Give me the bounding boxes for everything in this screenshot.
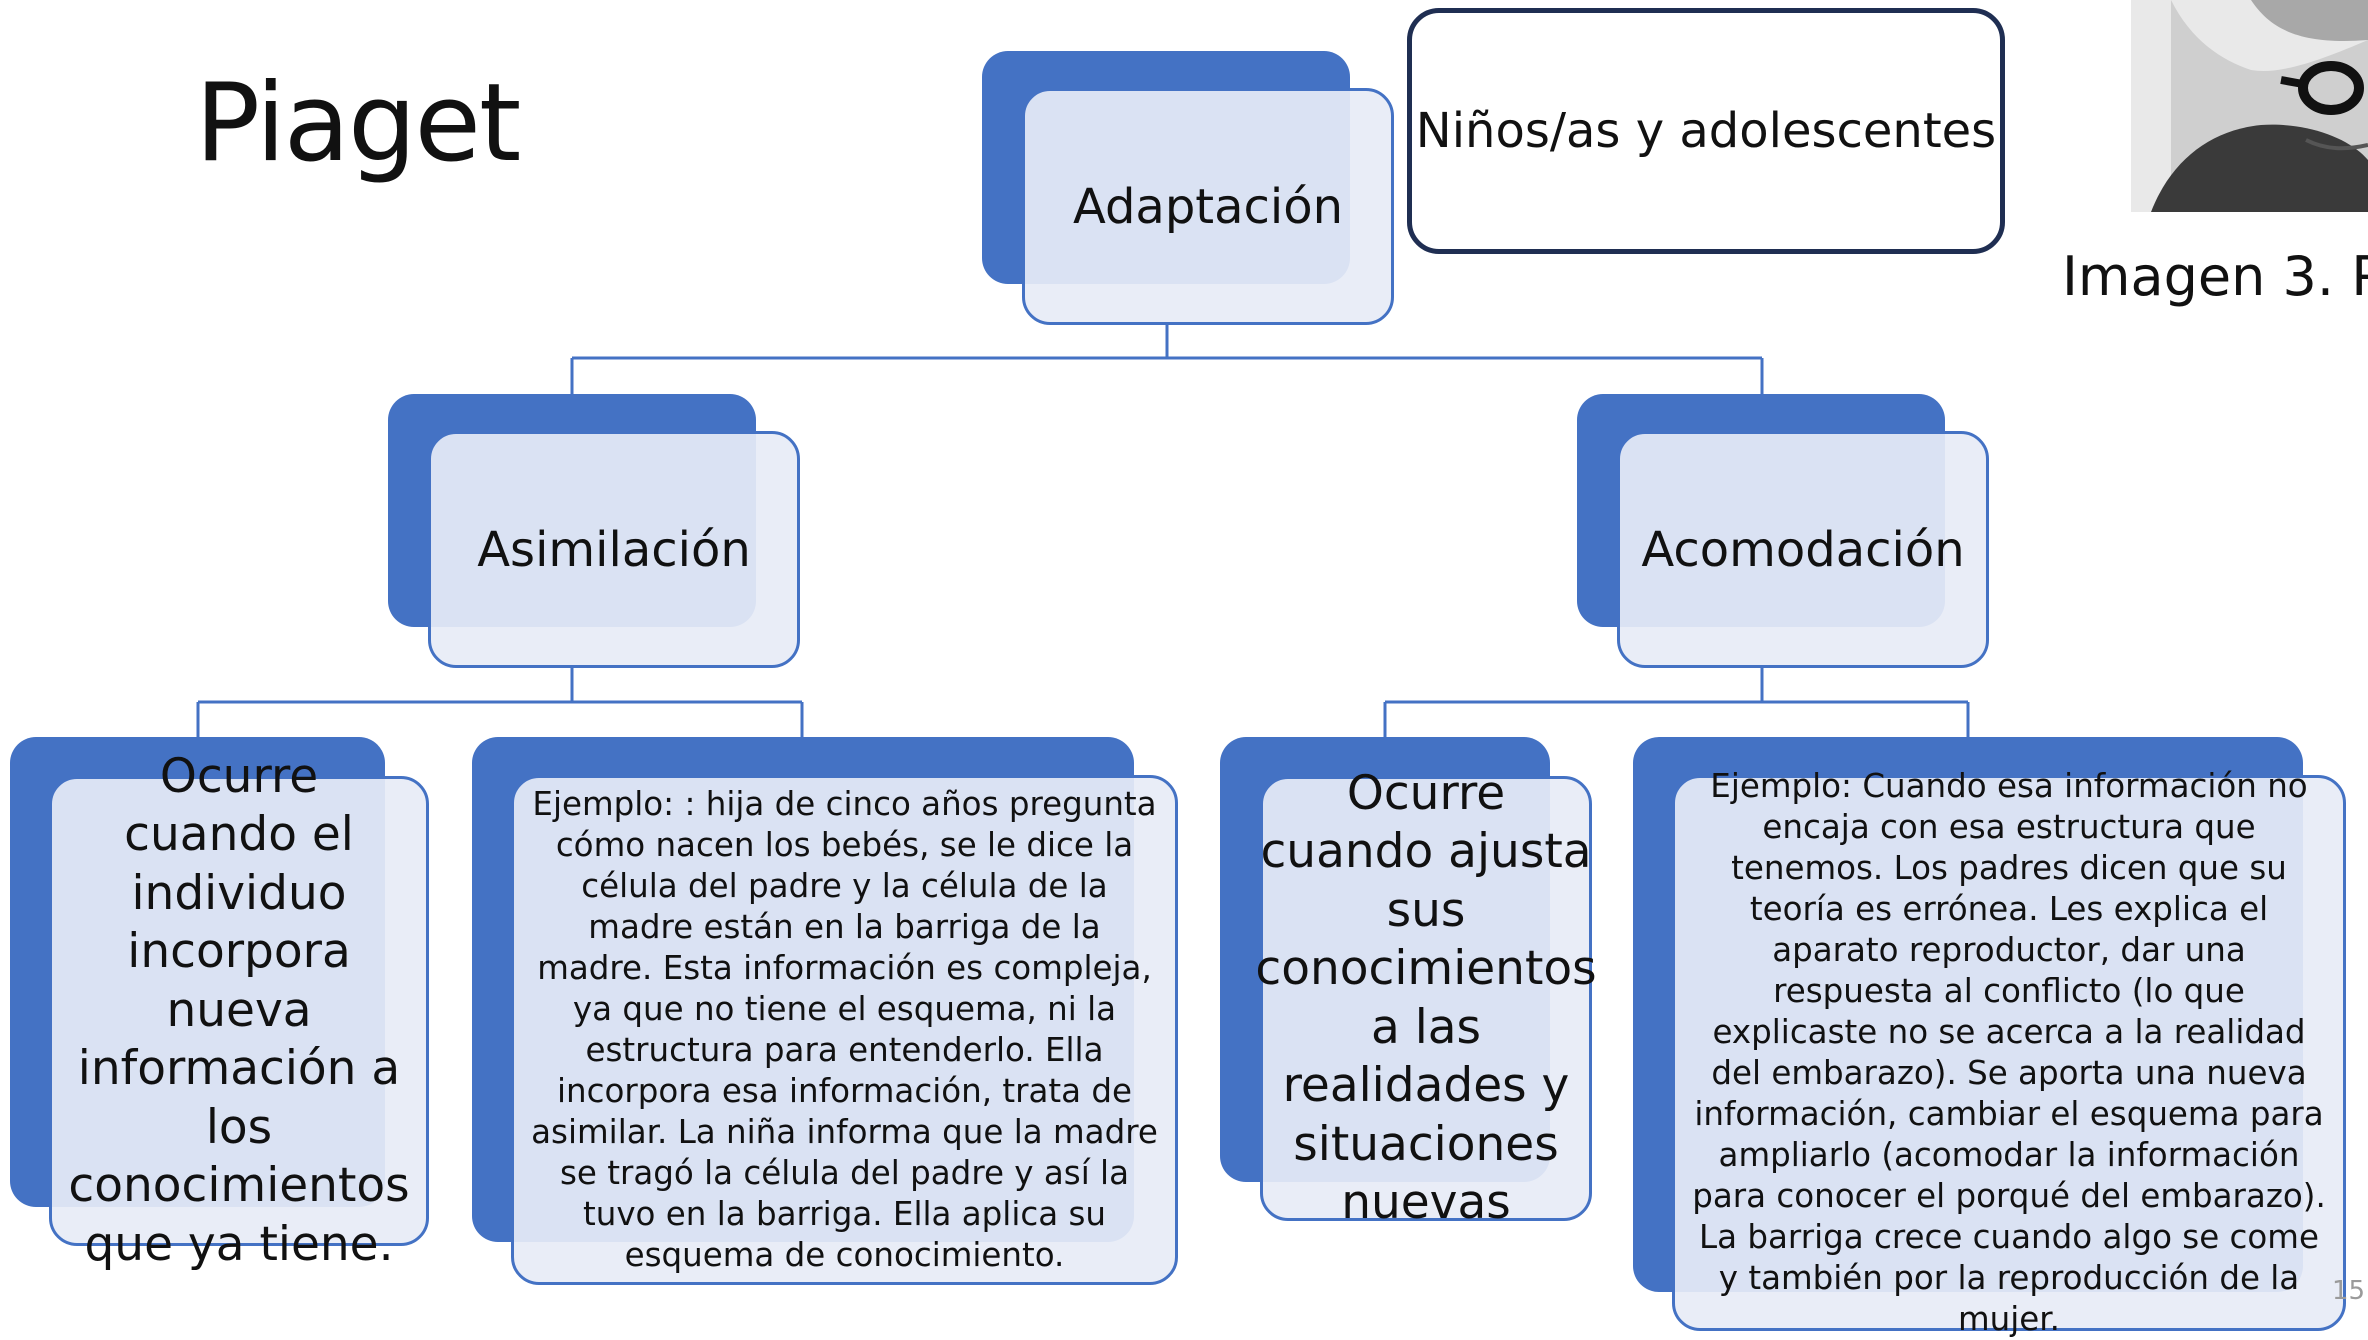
page-title: Piaget — [195, 61, 521, 186]
right-example-node: Ejemplo: Cuando esa información no encaj… — [1672, 767, 2346, 1338]
acomodacion-node: Acomodación — [1617, 431, 1989, 668]
left-definition-node: Ocurre cuando el individuo incorpora nue… — [49, 749, 429, 1272]
page-number: 15 — [2332, 1276, 2366, 1306]
right-definition-node: Ocurre cuando ajusta sus conocimientos a… — [1255, 766, 1596, 1231]
asimilacion-node: Asimilación — [428, 431, 800, 668]
left-definition-text: Ocurre cuando el individuo incorpora nue… — [68, 748, 410, 1272]
asimilacion-label: Asimilación — [477, 521, 751, 578]
root-node-label: Adaptación — [1072, 178, 1344, 235]
right-example-text: Ejemplo: Cuando esa información no encaj… — [1692, 767, 2326, 1338]
right-definition-text: Ocurre cuando ajusta sus conocimientos a… — [1255, 765, 1597, 1231]
acomodacion-label: Acomodación — [1641, 521, 1965, 578]
image-caption: Imagen 3. P — [2062, 245, 2368, 308]
portrait-image — [2131, 0, 2368, 212]
audience-box: Niños/as y adolescentes — [1407, 8, 2005, 254]
left-example-text: Ejemplo: : hija de cinco años pregunta c… — [531, 785, 1158, 1274]
audience-label: Niños/as y adolescentes — [1415, 103, 1997, 159]
left-example-node: Ejemplo: : hija de cinco años pregunta c… — [511, 775, 1178, 1285]
piaget-photo — [2131, 0, 2368, 212]
root-node: Adaptación — [1022, 88, 1394, 325]
